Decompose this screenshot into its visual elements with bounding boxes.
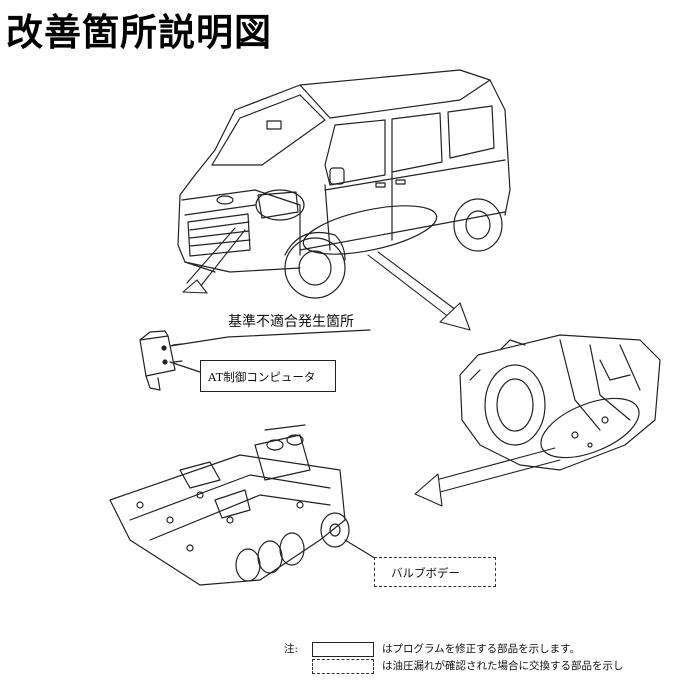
valve-body-label: バルブボデー xyxy=(391,566,460,580)
at-computer-label-box: AT制御コンピュータ xyxy=(200,360,336,392)
legend-solid-text: はプログラムを修正する部品を示します。 xyxy=(382,643,581,655)
legend-dashed-swatch xyxy=(312,659,374,674)
at-computer-illustration xyxy=(139,329,371,391)
arrows xyxy=(182,227,561,507)
legend-prefix: 注: xyxy=(284,643,299,655)
legend-solid-swatch xyxy=(312,642,374,657)
valve-body-illustration xyxy=(109,424,379,586)
van-illustration xyxy=(177,69,511,299)
at-computer-label: AT制御コンピュータ xyxy=(208,370,316,384)
defect-location-label: 基準不適合発生箇所 xyxy=(228,314,354,330)
legend-dashed-text: は油圧漏れが確認された場合に交換する部品を示し xyxy=(382,660,624,672)
page-title: 改善箇所説明図 xyxy=(6,11,272,54)
transmission-illustration xyxy=(459,334,661,471)
valve-body-label-box: バルブボデー xyxy=(374,557,496,587)
